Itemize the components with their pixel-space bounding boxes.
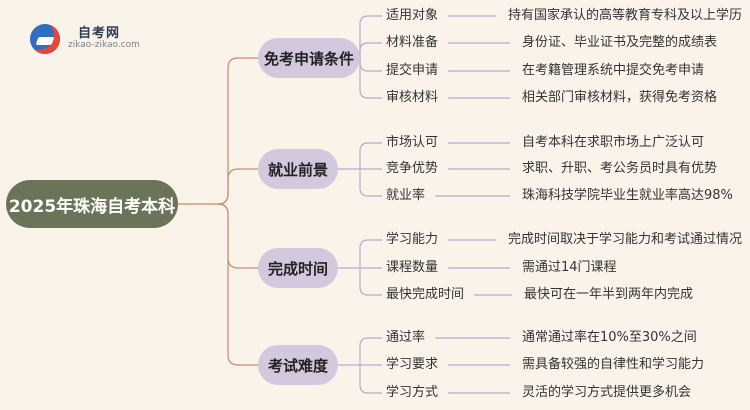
leaf-connector <box>359 42 382 58</box>
leaf-connector <box>359 337 382 365</box>
branch-node: 考试难度 <box>258 345 338 385</box>
leaf-label: 学习方式 <box>386 385 439 400</box>
leaf-connector <box>359 365 382 394</box>
leaf-detail: 身份证、毕业证书及完整的成绩表 <box>522 35 718 50</box>
branch-node: 就业前景 <box>258 149 338 189</box>
leaf-connector <box>359 239 382 268</box>
leaf-label: 课程数量 <box>386 260 439 275</box>
branch-node: 免考申请条件 <box>258 38 360 78</box>
leaf-detail: 求职、升职、考公务员时具有优势 <box>522 161 718 176</box>
graduation-cap-icon <box>30 24 60 54</box>
root-node: 2025年珠海自考本科 <box>6 180 178 228</box>
leaf-detail: 需具备较强的自律性和学习能力 <box>522 357 705 372</box>
leaf-connector <box>359 58 382 99</box>
leaf-connector <box>359 142 382 169</box>
leaf-connector <box>359 169 382 197</box>
leaf-detail: 相关部门审核材料，获得免考资格 <box>522 90 718 105</box>
leaf-label: 审核材料 <box>386 90 439 105</box>
leaf-label: 就业率 <box>386 188 426 203</box>
leaf-detail: 完成时间取决于学习能力和考试通过情况 <box>507 232 742 247</box>
leaf-detail: 珠海科技学院毕业生就业率高达98% <box>522 188 733 203</box>
site-logo[interactable]: 自考网 zikao-zikao.com <box>30 20 170 54</box>
leaf-connector <box>359 15 382 58</box>
leaf-label: 通过率 <box>386 330 426 345</box>
leaf-detail: 最快可在一年半到两年内完成 <box>524 287 694 302</box>
leaf-label: 学习要求 <box>386 357 439 372</box>
leaf-label: 最快完成时间 <box>386 287 465 302</box>
leaf-label: 适用对象 <box>386 8 439 23</box>
leaf-label: 学习能力 <box>386 232 439 247</box>
leaf-detail: 需通过14门课程 <box>522 260 617 275</box>
branch-connector <box>217 203 258 269</box>
leaf-connector <box>359 58 382 72</box>
leaf-detail: 通常通过率在10%至30%之间 <box>522 330 697 345</box>
leaf-detail: 灵活的学习方式提供更多机会 <box>522 385 692 400</box>
branch-node: 完成时间 <box>258 248 338 288</box>
leaf-label: 竞争优势 <box>386 161 439 176</box>
logo-name: 自考网 <box>78 26 121 41</box>
branch-connector <box>217 203 258 366</box>
logo-url: zikao-zikao.com <box>68 40 140 50</box>
leaf-connector <box>359 268 382 296</box>
leaf-detail: 自考本科在求职市场上广泛认可 <box>522 135 705 150</box>
branch-connector <box>217 57 258 205</box>
leaf-label: 提交申请 <box>386 63 439 78</box>
leaf-detail: 持有国家承认的高等教育专科及以上学历 <box>507 8 742 23</box>
leaf-detail: 在考籍管理系统中提交免考申请 <box>522 63 705 78</box>
leaf-label: 材料准备 <box>386 35 439 50</box>
branch-connector <box>217 168 258 205</box>
leaf-label: 市场认可 <box>386 135 439 150</box>
